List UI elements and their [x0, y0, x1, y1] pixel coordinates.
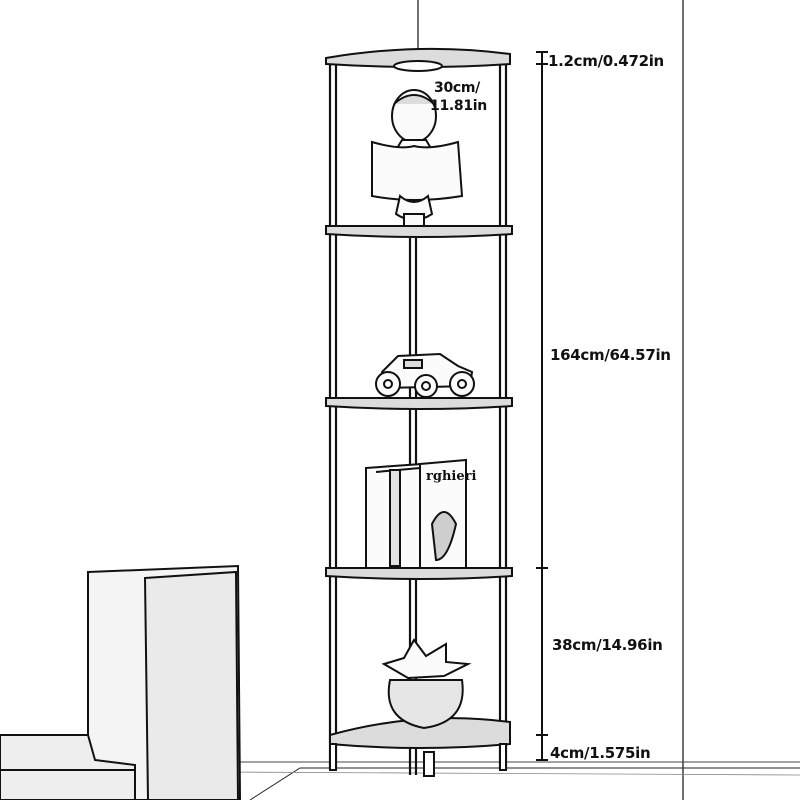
- shelf-top: [325, 47, 511, 68]
- books-icon: [365, 458, 467, 569]
- shelf-feet: [329, 743, 507, 777]
- foot-height-label: 4cm/1.575in: [550, 744, 651, 762]
- top-thickness-label: 1.2cm/0.472in: [548, 52, 664, 70]
- shelf-depth-label-line2: 11.81in: [430, 98, 487, 114]
- bust-statue-icon: [371, 89, 464, 227]
- dimension-lines: [536, 51, 548, 761]
- total-height-label: 164cm/64.57in: [550, 346, 671, 364]
- armchair: [0, 564, 242, 800]
- shelf-4: [325, 567, 513, 580]
- shelf-3: [325, 397, 513, 410]
- book-title: rghieri: [426, 469, 476, 484]
- toy-truck-icon: [375, 352, 475, 398]
- shelf-2: [325, 225, 513, 238]
- shelf-depth-label-line1: 30cm/: [434, 80, 480, 96]
- shelf-spacing-label: 38cm/14.96in: [552, 636, 663, 654]
- shelf-bottom: [329, 717, 511, 749]
- potted-plant-icon: [381, 638, 472, 730]
- shelf-boards: [325, 47, 513, 749]
